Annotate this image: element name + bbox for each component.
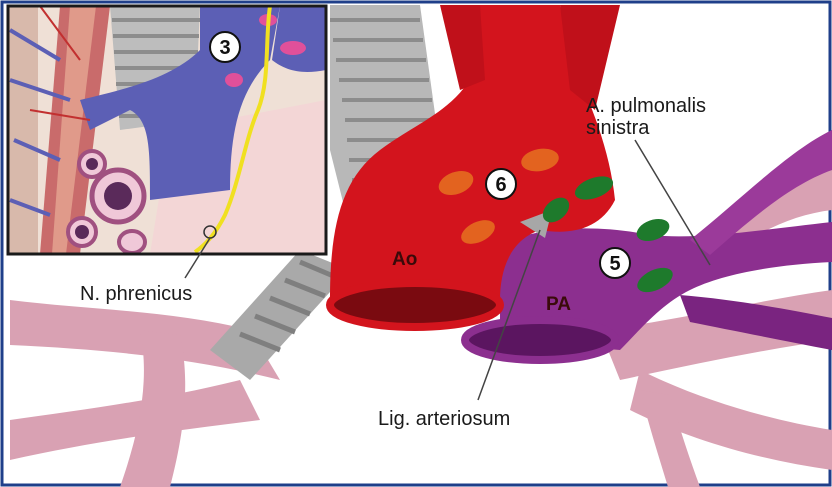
pulmonalis-label-line1: A. pulmonalis [586, 95, 706, 117]
pa-label: PA [546, 294, 571, 315]
inset-panel: 3 [8, 6, 326, 254]
marker-6: 6 [486, 169, 516, 199]
phrenicus-label: N. phrenicus [80, 283, 192, 305]
aorta-label: Ao [392, 249, 417, 270]
pulmonalis-label-line2: sinistra [586, 117, 650, 139]
marker-5: 5 [600, 248, 630, 278]
marker-3-text: 3 [219, 37, 230, 59]
marker-6-text: 6 [495, 174, 506, 196]
lig-arteriosum-label: Lig. arteriosum [378, 408, 510, 430]
marker-5-text: 5 [609, 253, 620, 275]
